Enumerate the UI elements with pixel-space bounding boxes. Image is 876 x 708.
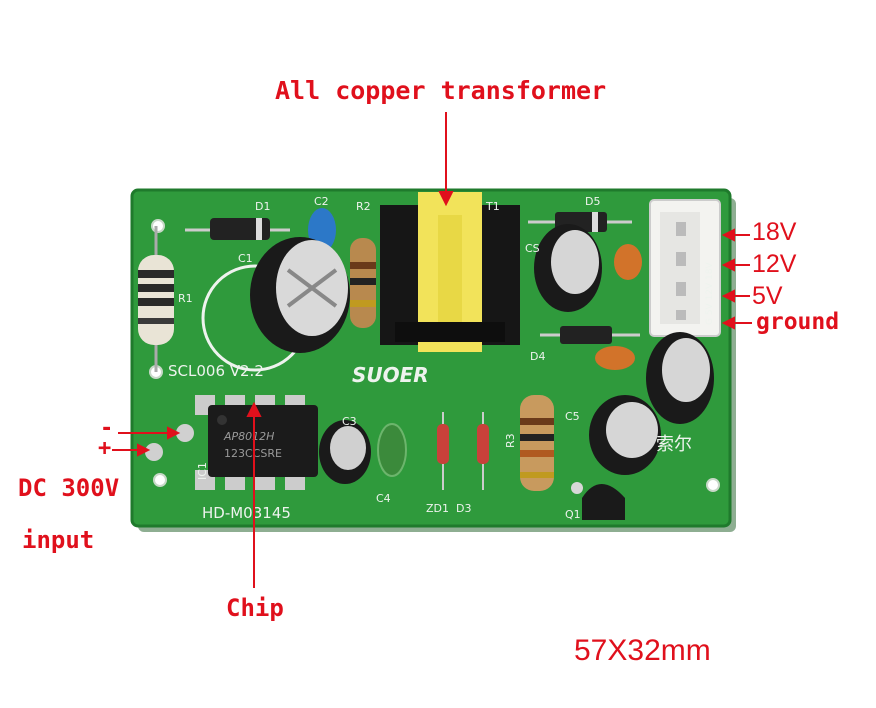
silk-part: HD-M03145 (202, 504, 291, 522)
diodes-zd1-d3 (437, 412, 489, 490)
ceramic-cap-2 (595, 346, 635, 370)
label-input-minus: - (100, 416, 114, 441)
silk-ic1: IC1 (196, 462, 209, 480)
chip-ic1 (195, 395, 318, 490)
silk-d3: D3 (456, 502, 471, 515)
label-12v: 12V (752, 250, 797, 278)
silk-d5: D5 (585, 195, 600, 208)
label-18v: 18V (752, 218, 797, 246)
silk-c3: C3 (342, 415, 357, 428)
chip-marking-1: AP8012H (223, 430, 274, 443)
label-ground: ground (756, 309, 840, 335)
silk-cs: CS (525, 242, 540, 255)
label-transformer: All copper transformer (275, 76, 607, 105)
label-input: input (22, 526, 95, 554)
diode-d4 (540, 326, 640, 344)
silk-c4: C4 (376, 492, 391, 505)
resistor-r3 (520, 395, 554, 491)
transistor-q1 (582, 484, 625, 520)
silk-t1: T1 (485, 200, 500, 213)
silk-r3: R3 (504, 433, 517, 448)
silk-c2: C2 (314, 195, 329, 208)
resistor-r1 (138, 226, 174, 372)
label-5v: 5V (752, 282, 783, 310)
output-connector (649, 199, 721, 337)
capacitor-c4 (377, 423, 407, 477)
silk-c5: C5 (565, 410, 580, 423)
capacitor-c3 (319, 420, 371, 484)
silk-d1: D1 (255, 200, 270, 213)
label-dimensions: 57X32mm (574, 634, 711, 667)
label-chip: Chip (226, 594, 284, 622)
capacitor-c1 (201, 237, 350, 372)
silk-connector: G 5V 12V 18V (705, 261, 715, 325)
silk-q1: Q1 (565, 508, 581, 521)
ceramic-cap-1 (614, 244, 642, 280)
silk-zd1: ZD1 (426, 502, 449, 515)
silk-brand: SUOER (352, 363, 429, 387)
silk-model: SCL006 V2.2 (168, 362, 264, 380)
chip-marking-2: 123CCSRE (224, 447, 282, 460)
silk-d4: D4 (530, 350, 545, 363)
input-pads (145, 424, 194, 461)
transformer-t1 (380, 192, 520, 352)
silk-r2: R2 (356, 200, 371, 213)
annotation-arrows (112, 112, 752, 588)
label-input-plus: + (98, 436, 112, 461)
silk-r1: R1 (178, 292, 193, 305)
silk-c1: C1 (238, 252, 253, 265)
capacitor-cs (534, 224, 602, 312)
silk-chinese: 索尔 (656, 434, 692, 455)
capacitor-c5 (589, 395, 661, 475)
label-dc: DC 300V (18, 474, 120, 502)
resistor-r2 (350, 238, 376, 328)
capacitor-right (646, 332, 714, 424)
diode-d1 (185, 218, 290, 240)
